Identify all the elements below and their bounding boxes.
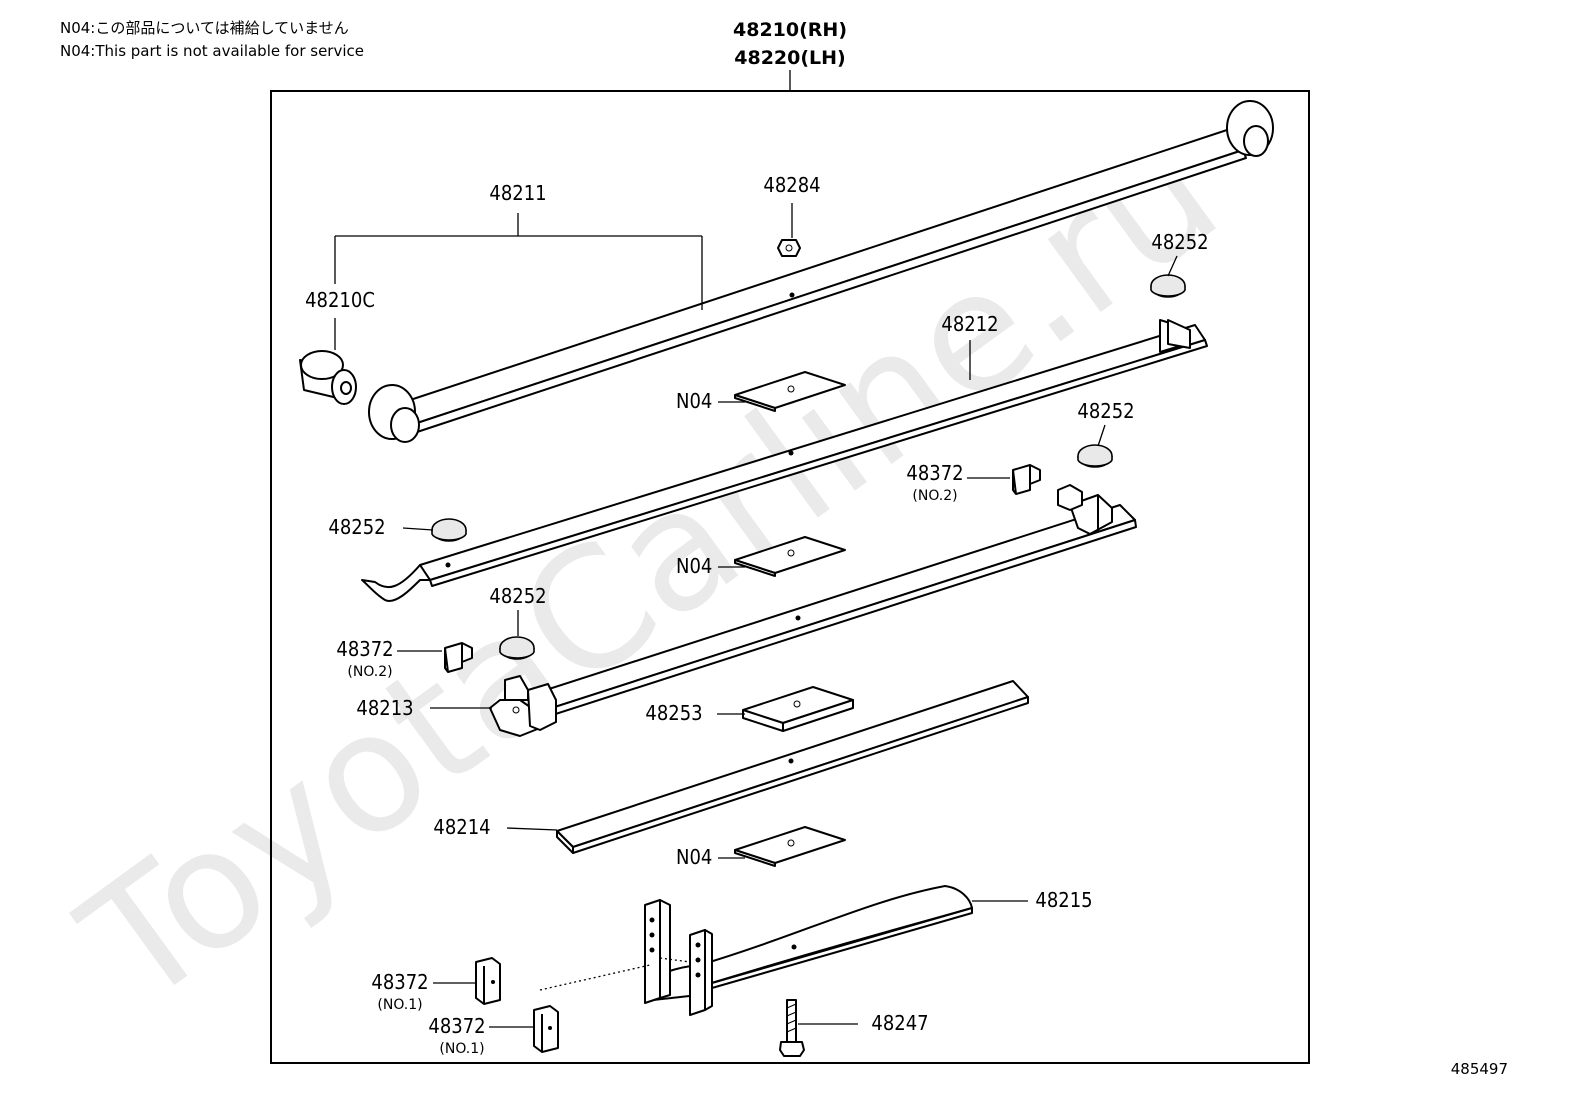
main-leaf-48211[interactable] — [368, 100, 1274, 443]
leaf-48212[interactable] — [361, 319, 1208, 602]
n04-plate-c[interactable] — [734, 826, 846, 867]
label-48372-no1-b[interactable]: 48372 — [428, 1014, 485, 1038]
label-n04-a[interactable]: N04 — [676, 389, 712, 413]
leaf-48215[interactable] — [644, 885, 973, 1016]
label-48211[interactable]: 48211 — [489, 181, 546, 205]
cap-48252-c[interactable] — [431, 518, 467, 542]
leaf-48214[interactable] — [556, 680, 1029, 854]
label-48252-b[interactable]: 48252 — [1077, 399, 1134, 423]
label-n04-b[interactable]: N04 — [676, 554, 712, 578]
label-48247[interactable]: 48247 — [871, 1011, 928, 1035]
note-en: N04:This part is not available for servi… — [60, 42, 364, 60]
label-48252-d[interactable]: 48252 — [489, 584, 546, 608]
nut-48284[interactable] — [777, 239, 801, 257]
cap-48252-d[interactable] — [499, 636, 535, 660]
sublabel-48372-no1-b: (NO.1) — [439, 1041, 484, 1057]
label-48210c[interactable]: 48210C — [305, 288, 375, 312]
clip-dashed-guide — [539, 964, 651, 991]
label-48214[interactable]: 48214 — [433, 815, 490, 839]
clip-48372-no2-a[interactable] — [1012, 464, 1041, 495]
cap-48252-a[interactable] — [1150, 274, 1186, 298]
label-48372-no2-a[interactable]: 48372 — [906, 461, 963, 485]
clip-48372-no1-b[interactable] — [533, 1005, 559, 1053]
diagram-id: 485497 — [1451, 1060, 1508, 1078]
assembly-rh-label[interactable]: 48210(RH) — [733, 19, 847, 41]
clip-48372-no2-b[interactable] — [444, 642, 473, 673]
leaf-48213[interactable] — [489, 484, 1137, 737]
label-48212[interactable]: 48212 — [941, 312, 998, 336]
assembly-lh-label[interactable]: 48220(LH) — [734, 47, 845, 69]
label-48213[interactable]: 48213 — [356, 696, 413, 720]
n04-plate-a[interactable] — [734, 371, 846, 412]
cap-48252-b[interactable] — [1077, 444, 1113, 468]
clip-48372-no1-a[interactable] — [475, 957, 501, 1005]
sublabel-48372-no2-b: (NO.2) — [347, 664, 392, 680]
label-48372-no2-b[interactable]: 48372 — [336, 637, 393, 661]
label-48253[interactable]: 48253 — [645, 701, 702, 725]
spacer-48253[interactable] — [742, 686, 854, 732]
note-jp: N04:この部品については補給していません — [60, 19, 349, 37]
label-48215[interactable]: 48215 — [1035, 888, 1092, 912]
bolt-48247[interactable] — [779, 999, 805, 1057]
label-n04-c[interactable]: N04 — [676, 845, 712, 869]
sublabel-48372-no1-a: (NO.1) — [377, 997, 422, 1013]
label-48372-no1-a[interactable]: 48372 — [371, 970, 428, 994]
label-48252-a[interactable]: 48252 — [1151, 230, 1208, 254]
bushing-48210c[interactable] — [299, 350, 357, 405]
label-48284[interactable]: 48284 — [763, 173, 820, 197]
sublabel-48372-no2-a: (NO.2) — [912, 488, 957, 504]
n04-plate-b[interactable] — [734, 536, 846, 577]
label-48252-c[interactable]: 48252 — [328, 515, 385, 539]
leader-lines — [334, 203, 1178, 1028]
diagram-frame — [270, 90, 1310, 1064]
